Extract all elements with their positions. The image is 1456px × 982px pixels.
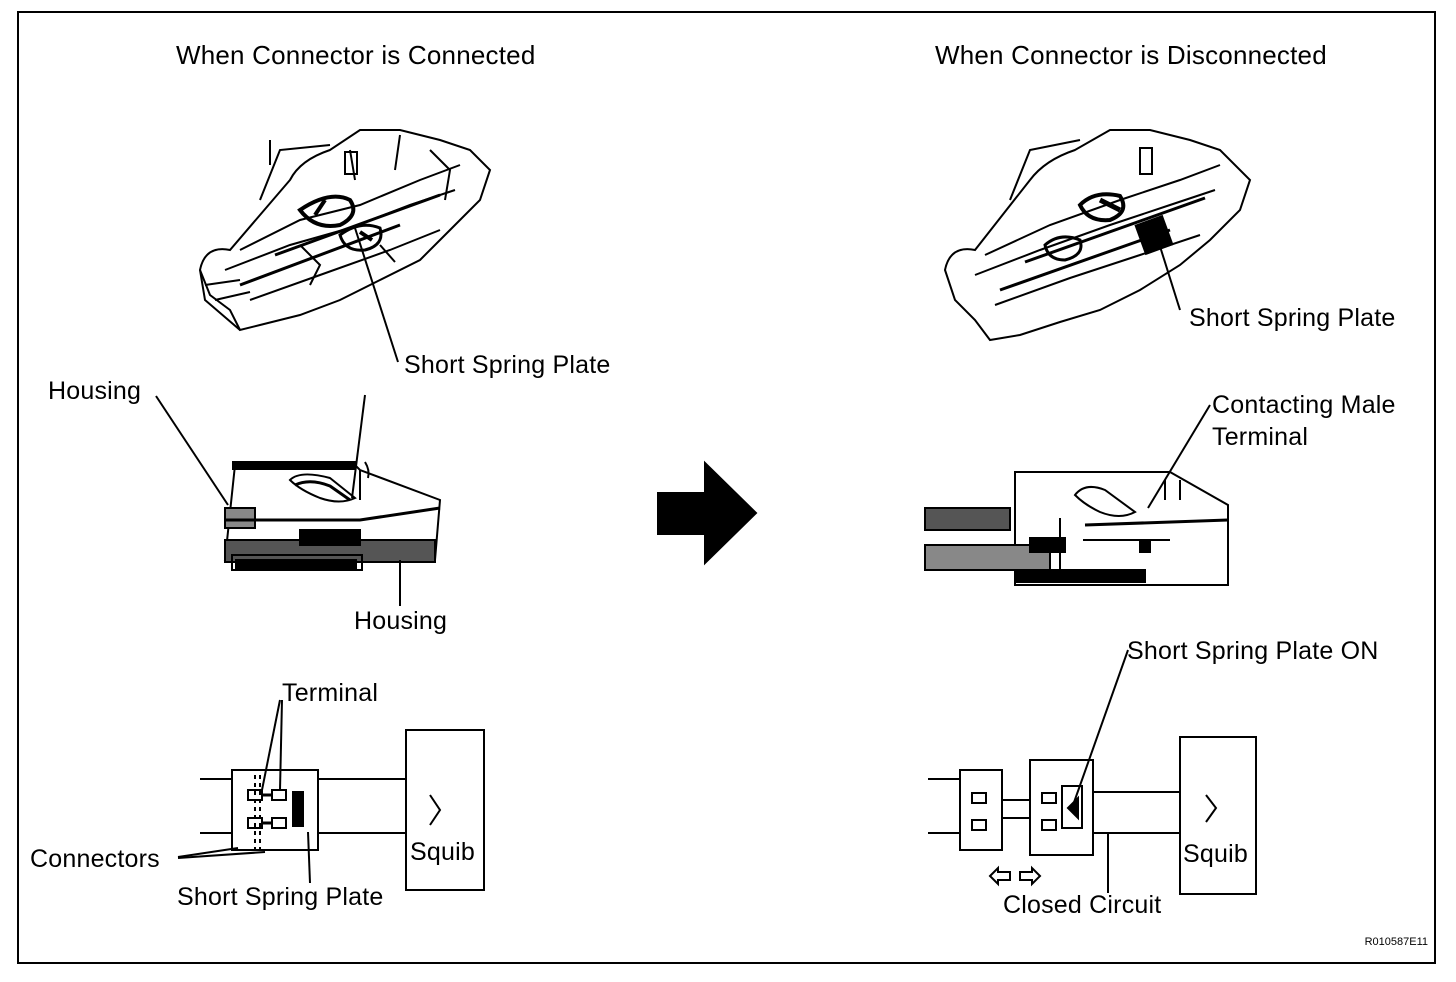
leader-short-spring-plate-bottom	[307, 831, 311, 884]
label-closed-circuit: Closed Circuit	[1003, 891, 1162, 919]
leader-connectors-2	[177, 851, 266, 859]
left-title: When Connector is Connected	[176, 40, 536, 70]
label-housing-upper: Housing	[48, 377, 142, 405]
right-arrow-icon	[657, 460, 758, 566]
leader-contacting-male-terminal	[1147, 404, 1211, 509]
leader-housing-upper	[155, 395, 229, 506]
leader-connectors-1	[177, 847, 239, 858]
left-connector-illustration	[198, 129, 492, 332]
diagram-frame	[17, 11, 1436, 964]
leader-short-spring-plate-mid	[351, 394, 366, 499]
label-contacting-male-line2: Terminal	[1212, 423, 1309, 451]
label-housing-lower: Housing	[354, 607, 448, 635]
label-short-spring-plate-left-top: Short Spring Plate	[404, 351, 611, 379]
label-terminal: Terminal	[282, 679, 379, 707]
leader-terminal-1	[261, 699, 281, 791]
leader-short-spring-plate-left	[354, 227, 399, 363]
leader-terminal-2	[279, 699, 283, 791]
label-short-spring-plate-right-top: Short Spring Plate	[1189, 304, 1396, 332]
double-arrow-icon	[988, 865, 1042, 887]
right-cross-section	[924, 471, 1229, 586]
figure-code: R010587E11	[1364, 936, 1428, 948]
right-circuit	[928, 736, 1257, 895]
label-squib-left: Squib	[410, 838, 475, 866]
label-squib-right: Squib	[1183, 840, 1248, 868]
label-contacting-male-line1: Contacting Male	[1212, 391, 1396, 419]
left-circuit	[200, 729, 485, 891]
label-short-spring-plate-left-bottom: Short Spring Plate	[177, 883, 384, 911]
right-title: When Connector is Disconnected	[935, 40, 1327, 70]
leader-short-spring-plate-on	[1071, 649, 1129, 809]
label-short-spring-plate-on: Short Spring Plate ON	[1127, 637, 1379, 665]
leader-short-spring-plate-right	[1157, 239, 1181, 311]
label-connectors: Connectors	[30, 845, 160, 873]
right-connector-illustration	[943, 129, 1252, 342]
left-cross-section	[223, 461, 442, 571]
